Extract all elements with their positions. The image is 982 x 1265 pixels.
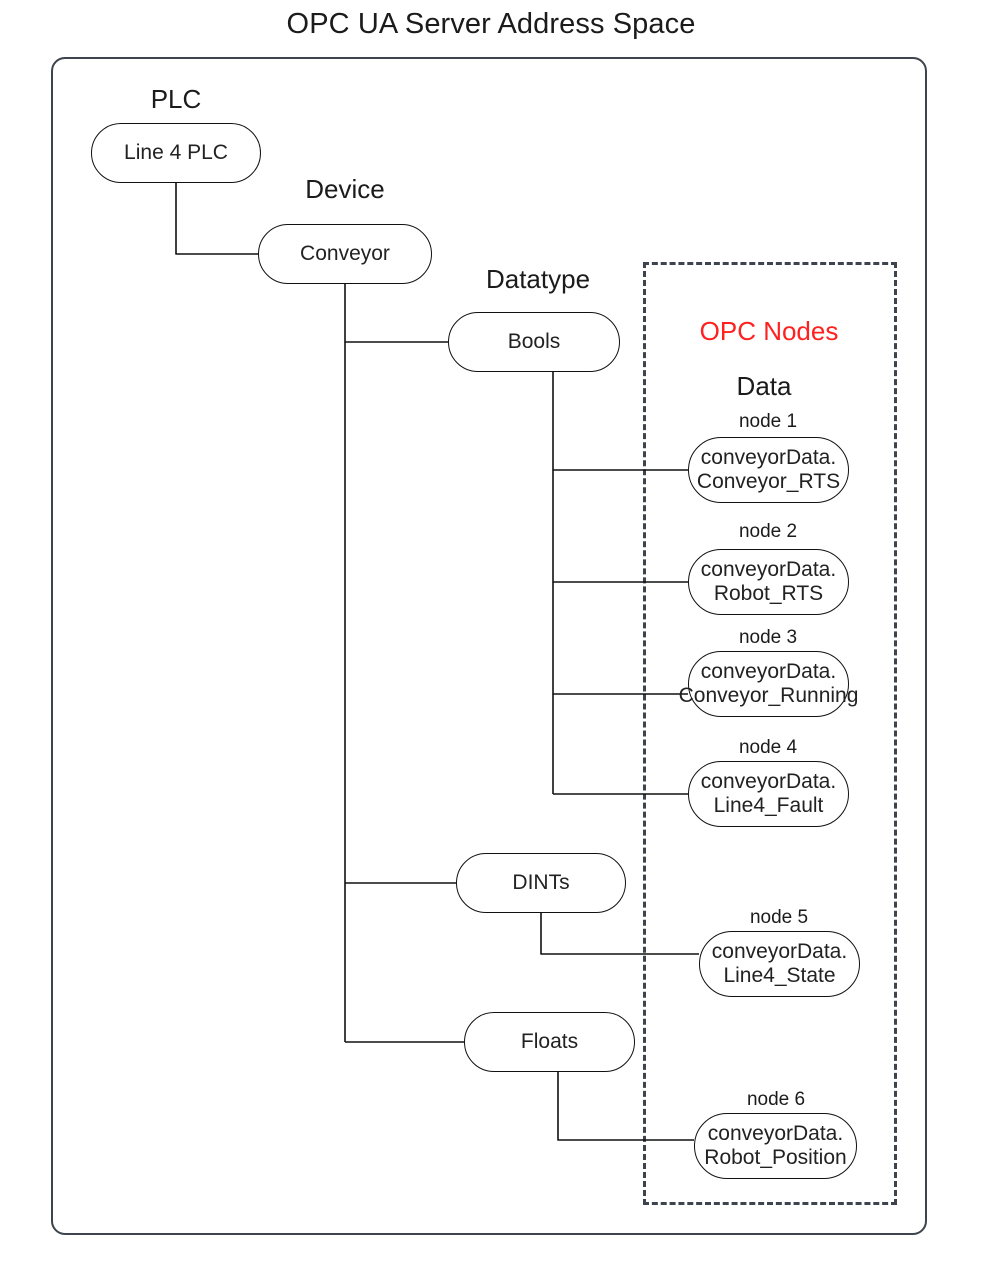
opc-node-5[interactable]: conveyorData. Line4_State [699,931,860,997]
opc-node-3-line2: Conveyor_Running [678,684,859,707]
opc-node-6-caption: node 6 [746,1089,806,1110]
opc-node-3-caption: node 3 [738,627,798,648]
caption-plc: PLC [150,84,202,114]
opc-node-6-line2: Robot_Position [704,1146,847,1169]
opc-node-5-line2: Line4_State [723,964,836,987]
caption-data: Data [736,371,792,401]
opc-node-3[interactable]: conveyorData. Conveyor_Running [679,651,858,717]
opc-node-1[interactable]: conveyorData. Conveyor_RTS [688,437,849,503]
opc-node-2-line1: conveyorData. [700,557,837,581]
opc-node-1-line2: Conveyor_RTS [696,470,841,493]
node-bools-label: Bools [507,329,561,353]
opc-node-5-caption: node 5 [749,907,809,928]
caption-datatype: Datatype [485,264,591,294]
edge-plc-to-conveyor [175,182,258,255]
caption-opc-nodes: OPC Nodes [699,316,839,346]
opc-node-2-caption: node 2 [738,521,798,542]
opc-node-2[interactable]: conveyorData. Robot_RTS [688,549,849,615]
opc-node-4-line2: Line4_Fault [713,794,824,817]
opc-node-4-caption: node 4 [738,737,798,758]
node-datatype-floats[interactable]: Floats [464,1012,635,1072]
opc-nodes-dashed-region [643,262,897,1205]
caption-device: Device [305,174,385,204]
edge-dints-to-node-5 [540,911,699,955]
node-plc-label: Line 4 PLC [124,140,228,164]
node-datatype-bools[interactable]: Bools [448,312,620,372]
opc-node-6-line1: conveyorData. [707,1121,844,1145]
opc-node-4[interactable]: conveyorData. Line4_Fault [688,761,849,827]
node-floats-label: Floats [520,1029,579,1053]
node-datatype-dints[interactable]: DINTs [456,853,626,913]
opc-node-2-line2: Robot_RTS [713,582,824,605]
node-dints-label: DINTs [512,870,570,894]
opc-node-4-line1: conveyorData. [700,769,837,793]
opc-node-1-line1: conveyorData. [700,445,837,469]
server-address-space-frame [51,57,927,1235]
opc-node-3-line1: conveyorData. [700,659,837,683]
node-plc[interactable]: Line 4 PLC [91,123,261,183]
node-device-label: Conveyor [300,241,390,265]
page-title: OPC UA Server Address Space [286,8,696,40]
node-device-conveyor[interactable]: Conveyor [258,224,432,284]
edge-floats-to-node-6 [557,1070,694,1141]
opc-node-6[interactable]: conveyorData. Robot_Position [694,1113,857,1179]
opc-node-1-caption: node 1 [738,411,798,432]
opc-node-5-line1: conveyorData. [711,939,848,963]
